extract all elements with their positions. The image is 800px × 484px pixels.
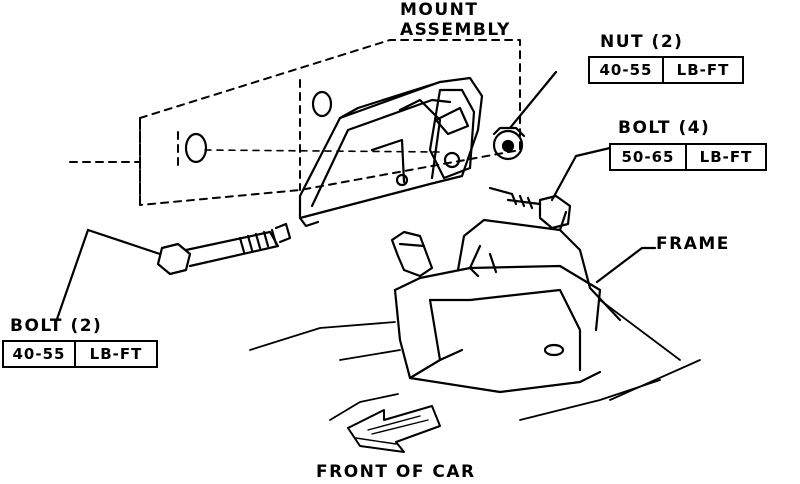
bolt-left-leader: [86, 228, 162, 256]
bolt-upper-label: BOLT (4): [618, 118, 711, 138]
mount-assembly-bracket: [298, 76, 484, 228]
bolt-left-torque-unit: LB-FT: [74, 342, 156, 366]
front-of-car-label: FRONT OF CAR: [316, 462, 476, 482]
lower-suspension: [249, 299, 701, 421]
bolt-upper-torque-unit: LB-FT: [685, 145, 765, 169]
engine-block: [69, 39, 521, 206]
nut-torque-spec: 40-55 LB-FT: [588, 56, 744, 84]
engine-boss-lower: [184, 132, 208, 164]
bolt-left-torque-spec: 40-55 LB-FT: [2, 340, 158, 368]
nut-leader: [508, 70, 558, 130]
frame-leader: [595, 246, 657, 284]
bolt-middle-shape: [390, 230, 434, 278]
bolt-left-torque-value: 40-55: [12, 345, 66, 363]
engine-boss-upper: [311, 90, 333, 118]
nut-torque-value: 40-55: [599, 61, 653, 79]
front-arrow-shape: [347, 405, 441, 453]
mount-assembly-label-line1: MOUNT: [400, 0, 479, 20]
bolt-left-leader-down: [54, 228, 90, 324]
bolt-upper-shape: [488, 186, 572, 230]
nut-torque-unit: LB-FT: [662, 58, 742, 82]
bolt-upper-torque-value: 50-65: [621, 148, 675, 166]
frame-shape: [393, 210, 622, 394]
nut-label: NUT (2): [600, 32, 684, 52]
nut-shape: [492, 126, 526, 161]
bolt-left-label: BOLT (2): [10, 316, 103, 336]
frame-label: FRAME: [656, 234, 730, 254]
bolt-upper-torque-spec: 50-65 LB-FT: [609, 143, 767, 171]
bolt-left-shape: [156, 222, 292, 276]
bolt-upper-leader: [550, 146, 612, 202]
mount-assembly-label-line2: ASSEMBLY: [400, 20, 511, 40]
